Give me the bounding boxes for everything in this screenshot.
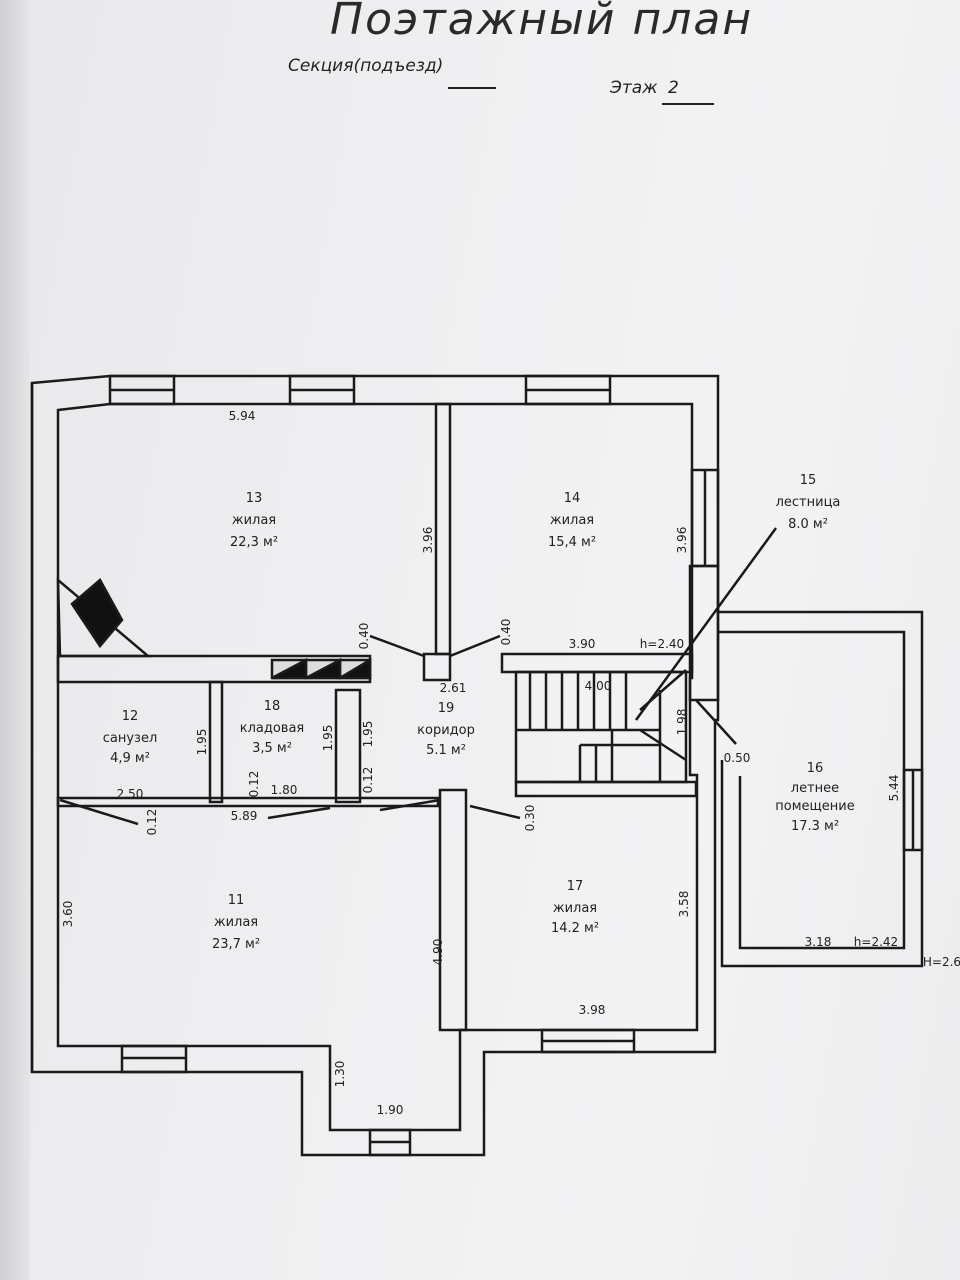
dim-030: 0.30 <box>523 805 537 832</box>
dim-360: 3.60 <box>61 901 75 928</box>
room-14-type: жилая <box>550 513 594 528</box>
dim-195a: 1.95 <box>195 729 209 756</box>
floor-value: 2 <box>668 78 679 98</box>
room-17-number: 17 <box>567 879 584 894</box>
room-13-number: 13 <box>246 491 263 506</box>
room-15-type: лестница <box>776 495 841 510</box>
room-14-area: 15,4 м² <box>548 535 596 550</box>
room-18-number: 18 <box>264 699 281 714</box>
room-17-area: 14.2 м² <box>551 921 599 936</box>
dim-h240: h=2.40 <box>640 637 684 651</box>
floor-label: Этаж <box>610 78 658 98</box>
room-19-area: 5.1 м² <box>426 743 466 758</box>
section-label: Секция(подъезд) <box>288 56 444 76</box>
room-14-number: 14 <box>564 491 581 506</box>
room-12-area: 4,9 м² <box>110 751 150 766</box>
section-blank-line <box>448 87 496 89</box>
wall-14-bottom <box>500 652 694 674</box>
dim-398: 3.98 <box>579 1003 606 1017</box>
wall-11-17 <box>438 788 468 1032</box>
summer-room-inner <box>718 630 906 950</box>
floor-blank-line <box>662 103 714 105</box>
dim-190: 1.90 <box>377 1103 404 1117</box>
page-title: Поэтажный план <box>330 0 754 45</box>
dim-250: 2.50 <box>117 787 144 801</box>
dim-318: 3.18 <box>805 935 832 949</box>
wall-17-top <box>514 780 698 798</box>
dim-180: 1.80 <box>271 783 298 797</box>
dim-195c: 1.95 <box>361 721 375 748</box>
dim-130: 1.30 <box>333 1061 347 1088</box>
dim-h242: h=2.42 <box>854 935 898 949</box>
dim-040a: 0.40 <box>357 623 371 650</box>
room-17-type: жилая <box>553 901 597 916</box>
dim-012a: 0.12 <box>247 771 261 798</box>
room-19-type: коридор <box>417 723 475 738</box>
dim-012c: 0.12 <box>145 809 159 836</box>
dim-012b: 0.12 <box>361 767 375 794</box>
dim-396a: 3.96 <box>421 527 435 554</box>
room-11-type: жилая <box>214 915 258 930</box>
room-19-number: 19 <box>438 701 455 716</box>
dim-195b: 1.95 <box>321 725 335 752</box>
dim-544: 5.44 <box>887 775 901 802</box>
room-15-area: 8.0 м² <box>788 517 828 532</box>
dim-H26: H=2.6 <box>923 955 960 969</box>
room-13-type: жилая <box>232 513 276 528</box>
fireplace <box>56 577 152 658</box>
dim-050: 0.50 <box>724 751 751 765</box>
dim-594: 5.94 <box>229 409 256 423</box>
room-16-area: 17.3 м² <box>791 819 839 834</box>
dim-589: 5.89 <box>231 809 258 823</box>
dim-261: 2.61 <box>440 681 467 695</box>
room-16-type-1: летнее <box>791 781 839 796</box>
dim-358: 3.58 <box>677 891 691 918</box>
room-16-type-2: помещение <box>775 799 854 814</box>
stair-pillar <box>688 564 720 702</box>
wall-13-14 <box>434 402 452 656</box>
room-18-area: 3,5 м² <box>252 741 292 756</box>
room-11-area: 23,7 м² <box>212 937 260 952</box>
room-15-number: 15 <box>800 473 817 488</box>
book-spine-shadow <box>0 0 30 1280</box>
wall-11-top <box>56 796 440 808</box>
dim-040b: 0.40 <box>499 619 513 646</box>
room-12-number: 12 <box>122 709 139 724</box>
room-11-number: 11 <box>228 893 245 908</box>
dim-400: 4.00 <box>585 679 612 693</box>
stairs <box>514 669 688 784</box>
wall-12-18 <box>208 680 224 804</box>
dim-396b: 3.96 <box>675 527 689 554</box>
room-12-type: санузел <box>103 731 158 746</box>
outer-wall-inner <box>56 402 699 1132</box>
dim-490: 4.90 <box>431 939 445 966</box>
corridor-pillar <box>422 652 452 682</box>
summer-room-outer <box>718 610 924 968</box>
room-18-type: кладовая <box>240 721 305 736</box>
room-13-area: 22,3 м² <box>230 535 278 550</box>
room-16-number: 16 <box>807 761 824 776</box>
vent-shafts <box>270 657 372 680</box>
dim-390: 3.90 <box>569 637 596 651</box>
dim-198: 1.98 <box>675 709 689 736</box>
wall-18-19 <box>334 688 362 804</box>
